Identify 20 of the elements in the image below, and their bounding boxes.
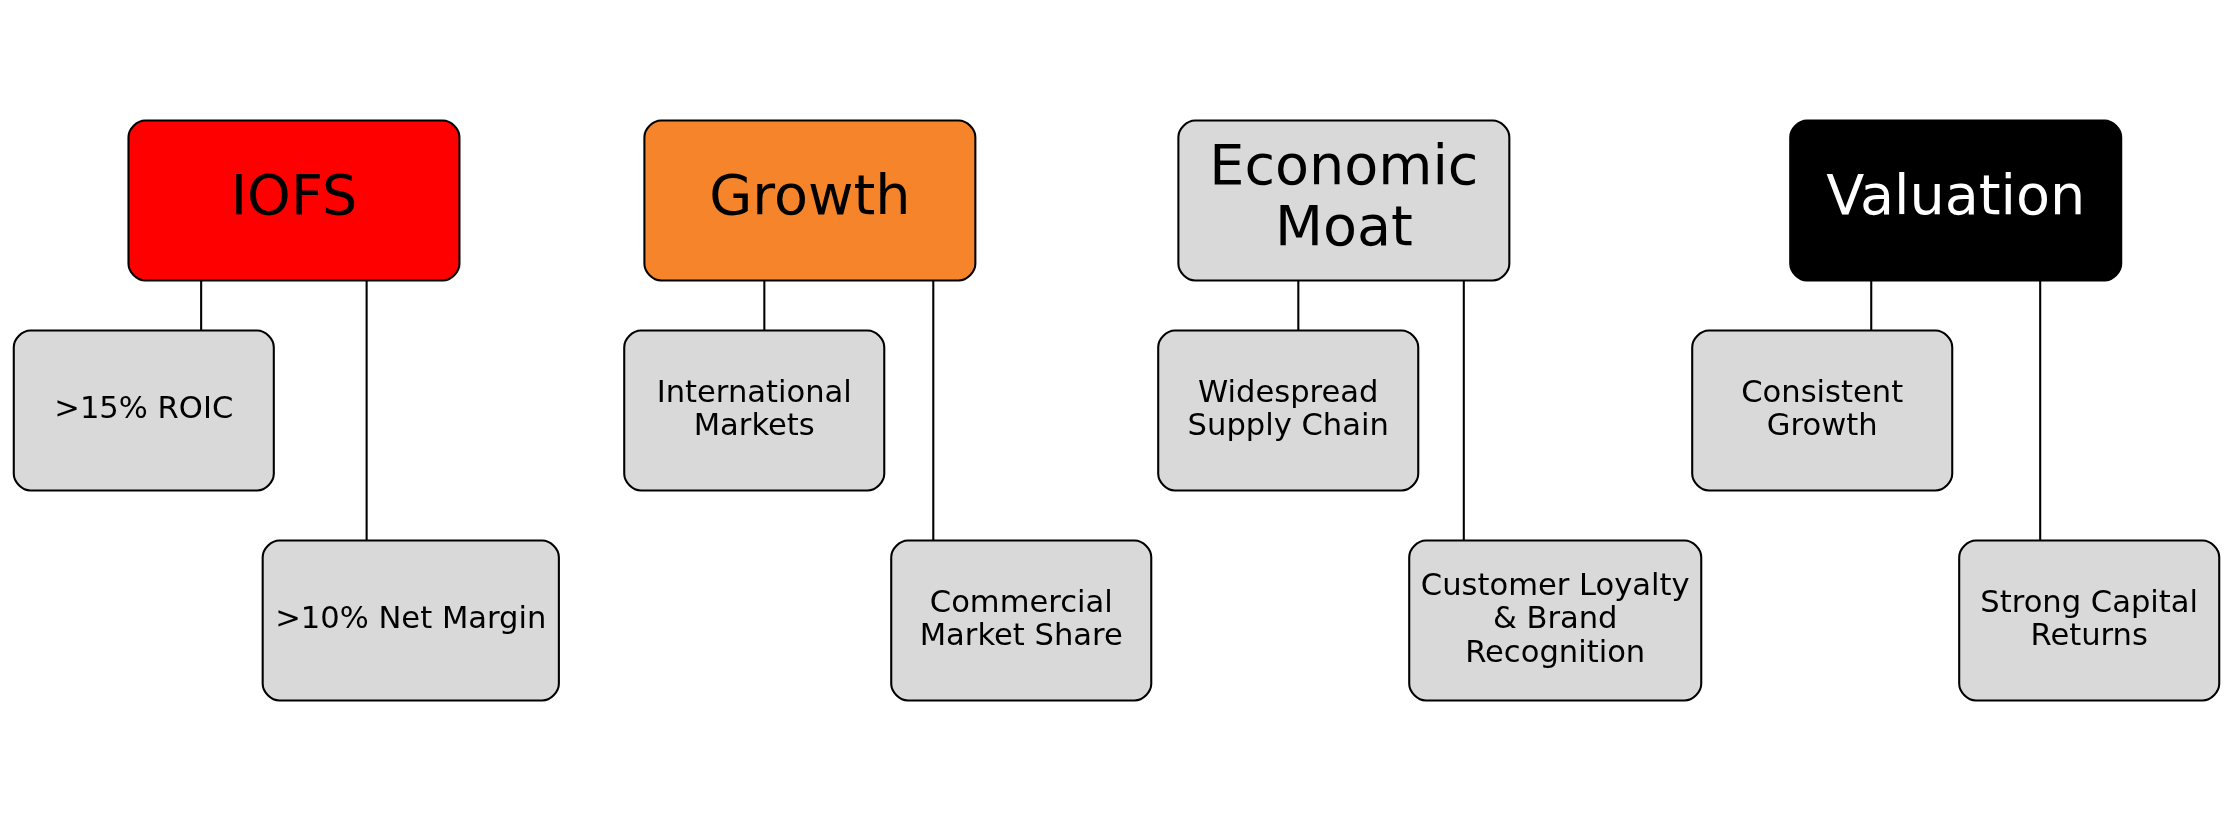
node-box: International Markets (623, 329, 886, 492)
node-box: Customer Loyalty & Brand Recognition (1408, 539, 1703, 702)
node-box: Valuation (1789, 119, 2123, 282)
connector (200, 280, 203, 331)
node-box: >10% Net Margin (261, 539, 560, 702)
connector (1297, 280, 1300, 331)
connector (1870, 280, 1873, 331)
node-box: Strong Capital Returns (1958, 539, 2221, 702)
connector (763, 280, 766, 331)
connector (2039, 280, 2042, 541)
node-box: Economic Moat (1177, 119, 1511, 282)
node-box: Widespread Supply Chain (1157, 329, 1420, 492)
node-box: Consistent Growth (1691, 329, 1954, 492)
connector (1462, 280, 1465, 541)
node-box: Growth (643, 119, 977, 282)
node-box: >15% ROIC (12, 329, 275, 492)
connector (365, 280, 368, 541)
connector (932, 280, 935, 541)
node-box: IOFS (127, 119, 461, 282)
node-box: Commercial Market Share (890, 539, 1153, 702)
